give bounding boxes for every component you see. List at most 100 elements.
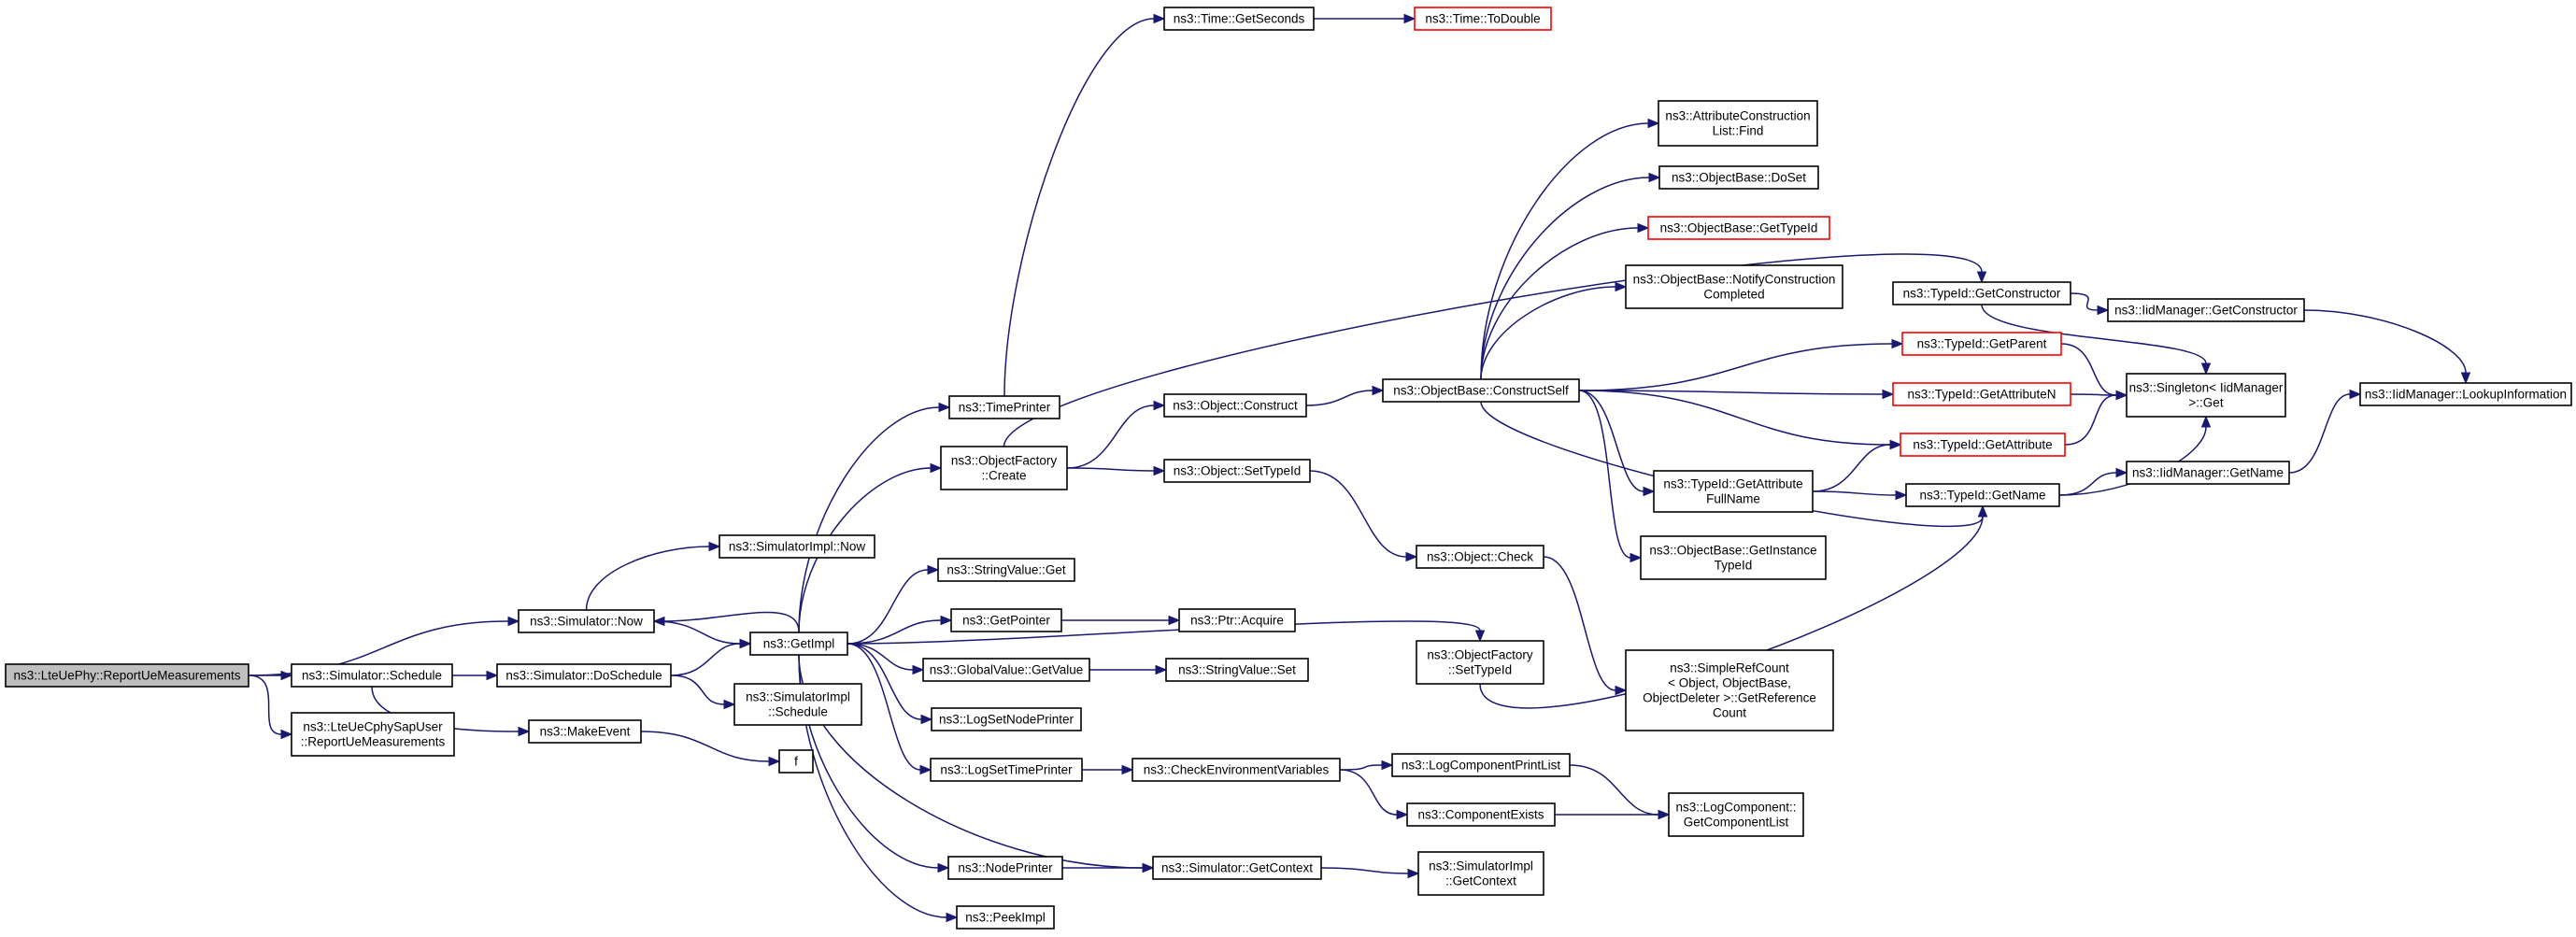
arrowhead-icon xyxy=(1895,490,1908,501)
arrowhead-icon xyxy=(927,564,940,575)
node-getseconds[interactable]: ns3::Time::GetSeconds xyxy=(1163,7,1315,31)
node-sched[interactable]: ns3::Simulator::Schedule xyxy=(291,663,453,688)
node-box xyxy=(1647,216,1830,240)
node-constructself[interactable]: ns3::ObjectBase::ConstructSelf xyxy=(1382,378,1580,403)
node-srcount[interactable]: ns3::SimpleRefCount< Object, ObjectBase,… xyxy=(1625,649,1834,731)
node-now[interactable]: ns3::Simulator::Now xyxy=(518,609,655,633)
call-edge-ofcreate-to-tgetctor xyxy=(1003,253,1987,447)
node-tgetname[interactable]: ns3::TypeId::GetName xyxy=(1905,483,2060,507)
node-svget[interactable]: ns3::StringValue::Get xyxy=(937,558,1075,582)
node-lognode[interactable]: ns3::LogSetNodePrinter xyxy=(931,707,1082,731)
edge-line xyxy=(1480,286,1616,380)
node-objcheck[interactable]: ns3::Object::Check xyxy=(1416,545,1544,569)
node-peekimpl[interactable]: ns3::PeekImpl xyxy=(956,905,1055,930)
call-edge-tgetctor-to-iidgetctor xyxy=(2070,292,2110,316)
node-ltecphy[interactable]: ns3::LteUeCphySapUser::ReportUeMeasureme… xyxy=(291,712,455,757)
node-label: ns3::PeekImpl xyxy=(965,911,1046,925)
call-edge-now-to-implnow xyxy=(585,541,721,611)
node-lcgetlist[interactable]: ns3::LogComponent::GetComponentList xyxy=(1668,792,1804,837)
edge-line xyxy=(670,643,741,676)
node-getpointer[interactable]: ns3::GetPointer xyxy=(950,608,1062,632)
node-gvget[interactable]: ns3::GlobalValue::GetValue xyxy=(922,658,1090,682)
edge-line xyxy=(1003,253,1983,447)
node-implsched[interactable]: ns3::SimulatorImpl::Schedule xyxy=(733,683,862,726)
node-objsettypeid[interactable]: ns3::Object::SetTypeId xyxy=(1163,459,1311,483)
node-svset[interactable]: ns3::StringValue::Set xyxy=(1165,658,1309,682)
node-tgetattrn[interactable]: ns3::TypeId::GetAttributeN xyxy=(1892,382,2071,406)
call-edge-constructself-to-tgetattrn xyxy=(1578,389,1895,400)
node-dosched[interactable]: ns3::Simulator::DoSchedule xyxy=(496,663,672,688)
node-obgettypeid[interactable]: ns3::ObjectBase::GetTypeId xyxy=(1647,216,1830,240)
node-obdoset[interactable]: ns3::ObjectBase::DoSet xyxy=(1658,165,1819,190)
edge-line xyxy=(653,620,741,645)
node-makeevent[interactable]: ns3::MakeEvent xyxy=(528,719,642,744)
node-logtime[interactable]: ns3::LogSetTimePrinter xyxy=(930,758,1083,782)
node-label: ns3::Simulator::DoSchedule xyxy=(505,669,662,683)
arrowhead-icon xyxy=(920,714,933,725)
node-label: ns3::LteUePhy::ReportUeMeasurements xyxy=(13,669,240,683)
node-singleton[interactable]: ns3::Singleton< IidManager>::Get xyxy=(2126,373,2286,418)
edge-line xyxy=(1309,470,1407,558)
edge-line xyxy=(847,643,922,720)
node-getimpl[interactable]: ns3::GetImpl xyxy=(749,632,848,656)
node-checkenv[interactable]: ns3::CheckEnvironmentVariables xyxy=(1131,758,1341,782)
node-tgetparent[interactable]: ns3::TypeId::GetParent xyxy=(1901,332,2062,356)
node-label: ns3::GetPointer xyxy=(962,614,1050,628)
node-ptracquire[interactable]: ns3::Ptr::Acquire xyxy=(1178,608,1296,632)
call-edge-constructself-to-tgetparent xyxy=(1578,338,1904,391)
node-box xyxy=(950,608,1062,632)
node-box xyxy=(1131,758,1341,782)
node-box xyxy=(2126,373,2286,418)
node-label: ns3::CheckEnvironmentVariables xyxy=(1144,763,1330,777)
arrowhead-icon xyxy=(1153,400,1166,411)
node-todouble[interactable]: ns3::Time::ToDouble xyxy=(1414,7,1552,31)
node-ofsettypeid[interactable]: ns3::ObjectFactory::SetTypeId xyxy=(1416,640,1544,685)
call-edge-objconstruct-to-constructself xyxy=(1305,385,1385,406)
node-box xyxy=(1892,382,2071,406)
node-report[interactable]: ns3::LteUePhy::ReportUeMeasurements xyxy=(5,663,249,688)
edge-line xyxy=(847,643,921,771)
node-label: ns3::ObjectBase::ConstructSelf xyxy=(1393,384,1569,398)
node-compexists[interactable]: ns3::ComponentExists xyxy=(1406,802,1556,827)
node-nodeprinter[interactable]: ns3::NodePrinter xyxy=(947,856,1063,880)
call-edge-constructself-to-obdoset xyxy=(1480,172,1661,380)
node-label: ns3::StringValue::Get xyxy=(946,563,1066,577)
node-ofcreate[interactable]: ns3::ObjectFactory::Create xyxy=(940,446,1068,490)
arrowhead-icon xyxy=(1372,385,1385,396)
node-box xyxy=(1163,7,1315,31)
edge-line xyxy=(1003,18,1155,397)
node-iidgetname[interactable]: ns3::IidManager::GetName xyxy=(2126,461,2290,485)
edge-line xyxy=(847,619,942,645)
node-obnotify[interactable]: ns3::ObjectBase::NotifyConstructionCompl… xyxy=(1625,264,1843,309)
node-f[interactable]: f xyxy=(778,749,814,774)
node-implnow[interactable]: ns3::SimulatorImpl::Now xyxy=(719,534,875,559)
node-box xyxy=(2126,461,2290,485)
node-logcplist[interactable]: ns3::LogComponentPrintList xyxy=(1391,753,1571,777)
node-tgetctor[interactable]: ns3::TypeId::GetConstructor xyxy=(1892,281,2071,305)
node-label: FullName xyxy=(1706,492,1760,506)
call-edge-getimpl-to-timeprinter xyxy=(798,402,951,633)
node-tgetattr[interactable]: ns3::TypeId::GetAttribute xyxy=(1900,433,2066,457)
node-box xyxy=(1905,483,2060,507)
edge-line xyxy=(1543,556,1616,691)
arrowhead-icon xyxy=(1474,630,1486,643)
edge-line xyxy=(2070,393,2117,396)
call-edge-report-to-ltecphy xyxy=(248,674,293,740)
node-objconstruct[interactable]: ns3::Object::Construct xyxy=(1163,393,1307,418)
node-label: ns3::TypeId::GetAttribute xyxy=(1663,477,1802,491)
call-edge-tgetname-to-iidgetname xyxy=(2058,467,2128,496)
node-box xyxy=(1640,535,1827,580)
edge-line xyxy=(2288,393,2351,474)
node-simgetctx[interactable]: ns3::Simulator::GetContext xyxy=(1152,856,1322,880)
node-box xyxy=(2359,382,2572,406)
node-label: ns3::SimulatorImpl::Now xyxy=(729,540,866,554)
node-label: ns3::MakeEvent xyxy=(540,725,631,739)
node-timeprinter[interactable]: ns3::TimePrinter xyxy=(948,395,1060,419)
call-edge-checkenv-to-logcplist xyxy=(1339,760,1394,771)
node-iidlookup[interactable]: ns3::IidManager::LookupInformation xyxy=(2359,382,2572,406)
node-implgetctx[interactable]: ns3::SimulatorImpl::GetContext xyxy=(1417,851,1544,896)
node-iidgetctor[interactable]: ns3::IidManager::GetConstructor xyxy=(2107,298,2305,322)
